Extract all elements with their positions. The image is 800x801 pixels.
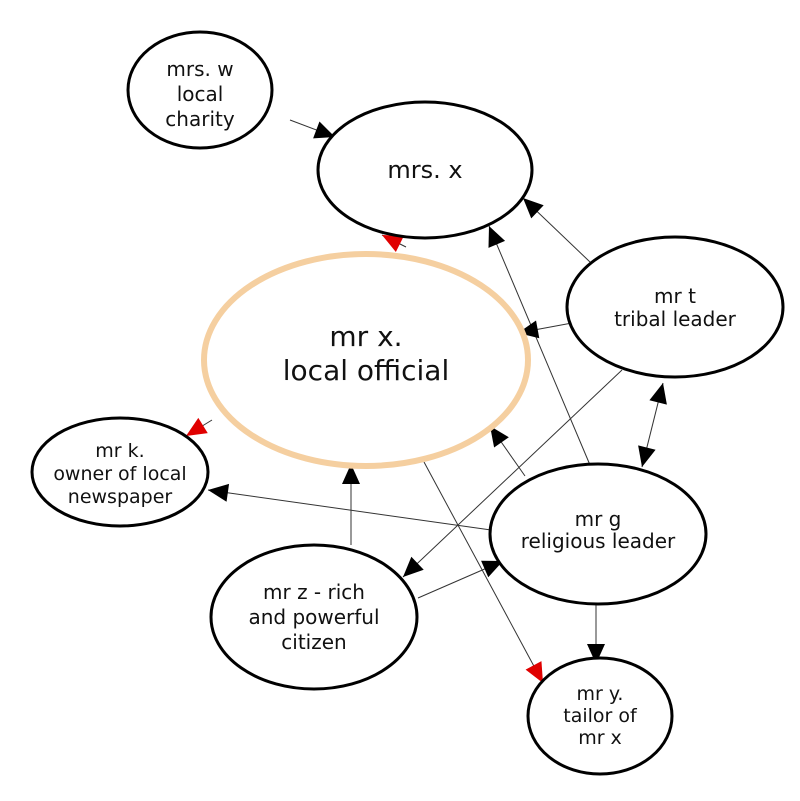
- arrowhead-mr-t-to-mrs-x: [523, 198, 544, 219]
- node-mrs-w: mrs. w local charity: [126, 30, 274, 150]
- edge-mr-g-to-mr-k: [207, 489, 492, 531]
- arrowhead-mr-g-to-mr-t: [649, 383, 667, 405]
- node-mr-x: mr x. local official: [201, 251, 531, 469]
- node-mr-y-line-2: tailor of: [563, 705, 638, 727]
- node-mr-y: mr y. tailor of mr x: [526, 656, 674, 776]
- arrowhead-mr-z-to-mr-g: [481, 560, 503, 578]
- node-mr-g-ellipse: [488, 462, 708, 606]
- node-mr-k-ellipse: [30, 416, 210, 528]
- node-mr-g-line-2: religious leader: [521, 529, 676, 553]
- node-mrs-w-ellipse: [126, 30, 274, 150]
- arrowhead-mr-x-to-mrs-x: [382, 235, 404, 252]
- node-mr-t-line-1: mr t: [654, 284, 696, 308]
- node-mrs-w-line-3: charity: [165, 107, 235, 131]
- node-mr-k-line-3: newspaper: [68, 486, 173, 508]
- node-mr-k-line-2: owner of local: [53, 463, 186, 485]
- node-mr-z-ellipse: [209, 543, 419, 691]
- arrowhead-mr-t-to-mr-g: [638, 445, 656, 467]
- node-mr-g: mr g religious leader: [488, 462, 708, 606]
- arrowhead-mr-z-to-mr-x: [342, 464, 360, 484]
- node-mr-t: mr t tribal leader: [565, 235, 785, 379]
- node-mr-y-line-1: mr y.: [577, 683, 624, 705]
- node-mrs-x: mrs. x: [316, 100, 534, 240]
- arrowheads-layer: [186, 121, 667, 683]
- edge-mr-g-to-mrs-x: [488, 225, 591, 466]
- arrowhead-mr-g-to-mr-k: [208, 483, 230, 502]
- arrowhead-mr-g-to-mrs-x: [488, 226, 506, 248]
- arrowhead-mr-x-to-mr-k: [186, 417, 208, 436]
- node-mr-y-ellipse: [526, 656, 674, 776]
- edge-mr-x-to-mr-y: [423, 461, 544, 684]
- node-mrs-x-line-1: mrs. x: [387, 156, 462, 184]
- node-mrs-w-line-1: mrs. w: [166, 57, 233, 81]
- node-mr-k: mr k. owner of local newspaper: [30, 416, 210, 528]
- node-mr-z-line-2: and powerful: [248, 605, 379, 629]
- node-mr-t-ellipse: [565, 235, 785, 379]
- node-mr-y-line-3: mr x: [578, 727, 622, 749]
- node-mr-x-line-1: mr x.: [329, 320, 402, 353]
- arrowhead-mrs-w-to-mrs-x: [313, 121, 335, 139]
- node-mr-x-line-2: local official: [283, 354, 449, 387]
- arrowhead-mr-g-to-mr-y: [587, 644, 605, 664]
- node-mr-z: mr z - rich and powerful citizen: [209, 543, 419, 691]
- node-mr-k-line-1: mr k.: [95, 440, 144, 462]
- node-mr-z-line-3: citizen: [281, 630, 346, 654]
- node-mrs-w-line-2: local: [177, 82, 224, 106]
- node-mrs-x-ellipse: [316, 100, 534, 240]
- arrowhead-mr-g-to-mr-x: [490, 426, 509, 448]
- node-mr-t-line-2: tribal leader: [614, 307, 737, 331]
- arrowhead-mr-t-to-mr-z: [403, 556, 424, 577]
- node-mr-z-line-1: mr z - rich: [263, 580, 365, 604]
- arrowhead-mr-x-to-mr-y: [525, 661, 543, 683]
- edge-mr-t-to-mr-z: [402, 369, 623, 578]
- node-mr-x-ellipse: [201, 251, 531, 469]
- node-mr-g-line-1: mr g: [575, 507, 622, 531]
